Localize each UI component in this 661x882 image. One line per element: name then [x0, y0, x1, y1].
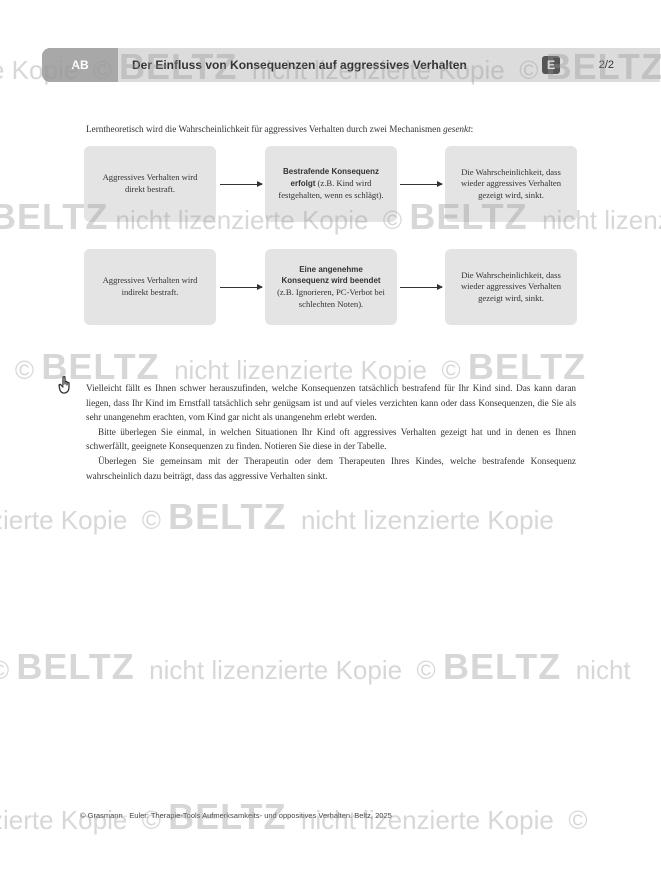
pointing-hand-icon [58, 375, 72, 399]
footer-copyright: © Grasmann · Euler: Therapie-Tools Aufme… [80, 811, 392, 820]
e-badge-icon: E [542, 56, 560, 74]
diagram-box-indirect-left: Aggressives Verhalten wird indirekt best… [84, 249, 216, 325]
watermark: © BELTZ nicht lizenzierte Kopie © BELTZ … [0, 646, 631, 687]
section-label: AB [42, 48, 118, 82]
diagram-box-direct-left: Aggressives Verhalten wird direkt bestra… [84, 146, 216, 222]
intro-text: Lerntheoretisch wird die Wahrscheinlichk… [86, 124, 474, 134]
paragraph: Bitte überlegen Sie einmal, in welchen S… [86, 426, 576, 452]
arrow-right-icon [400, 284, 443, 290]
page-number: 2/2 [598, 59, 614, 71]
diagram-box-indirect-right: Die Wahrscheinlichkeit, dass wieder aggr… [445, 249, 577, 325]
paragraph: Überlegen Sie gemeinsam mit der Therapeu… [86, 455, 576, 481]
arrow-right-icon [400, 181, 443, 187]
arrow-right-icon [220, 284, 263, 290]
page-title: Der Einfluss von Konsequenzen auf aggres… [132, 58, 467, 72]
diagram-box-indirect-middle: Eine angenehme Konsequenz wird beendet (… [265, 249, 397, 325]
header-bar: AB Der Einfluss von Konsequenzen auf agg… [42, 48, 660, 82]
watermark: zierte Kopie © BELTZ nicht lizenzierte K… [0, 496, 554, 537]
paragraph: Vielleicht fällt es Ihnen schwer herausz… [86, 383, 576, 423]
diagram-box-direct-middle: Bestrafende Konsequenz erfolgt (z.B. Kin… [265, 146, 397, 222]
arrow-right-icon [220, 181, 263, 187]
body-text: Vielleicht fällt es Ihnen schwer herausz… [86, 381, 576, 483]
diagram-box-direct-right: Die Wahrscheinlichkeit, dass wieder aggr… [445, 146, 577, 222]
